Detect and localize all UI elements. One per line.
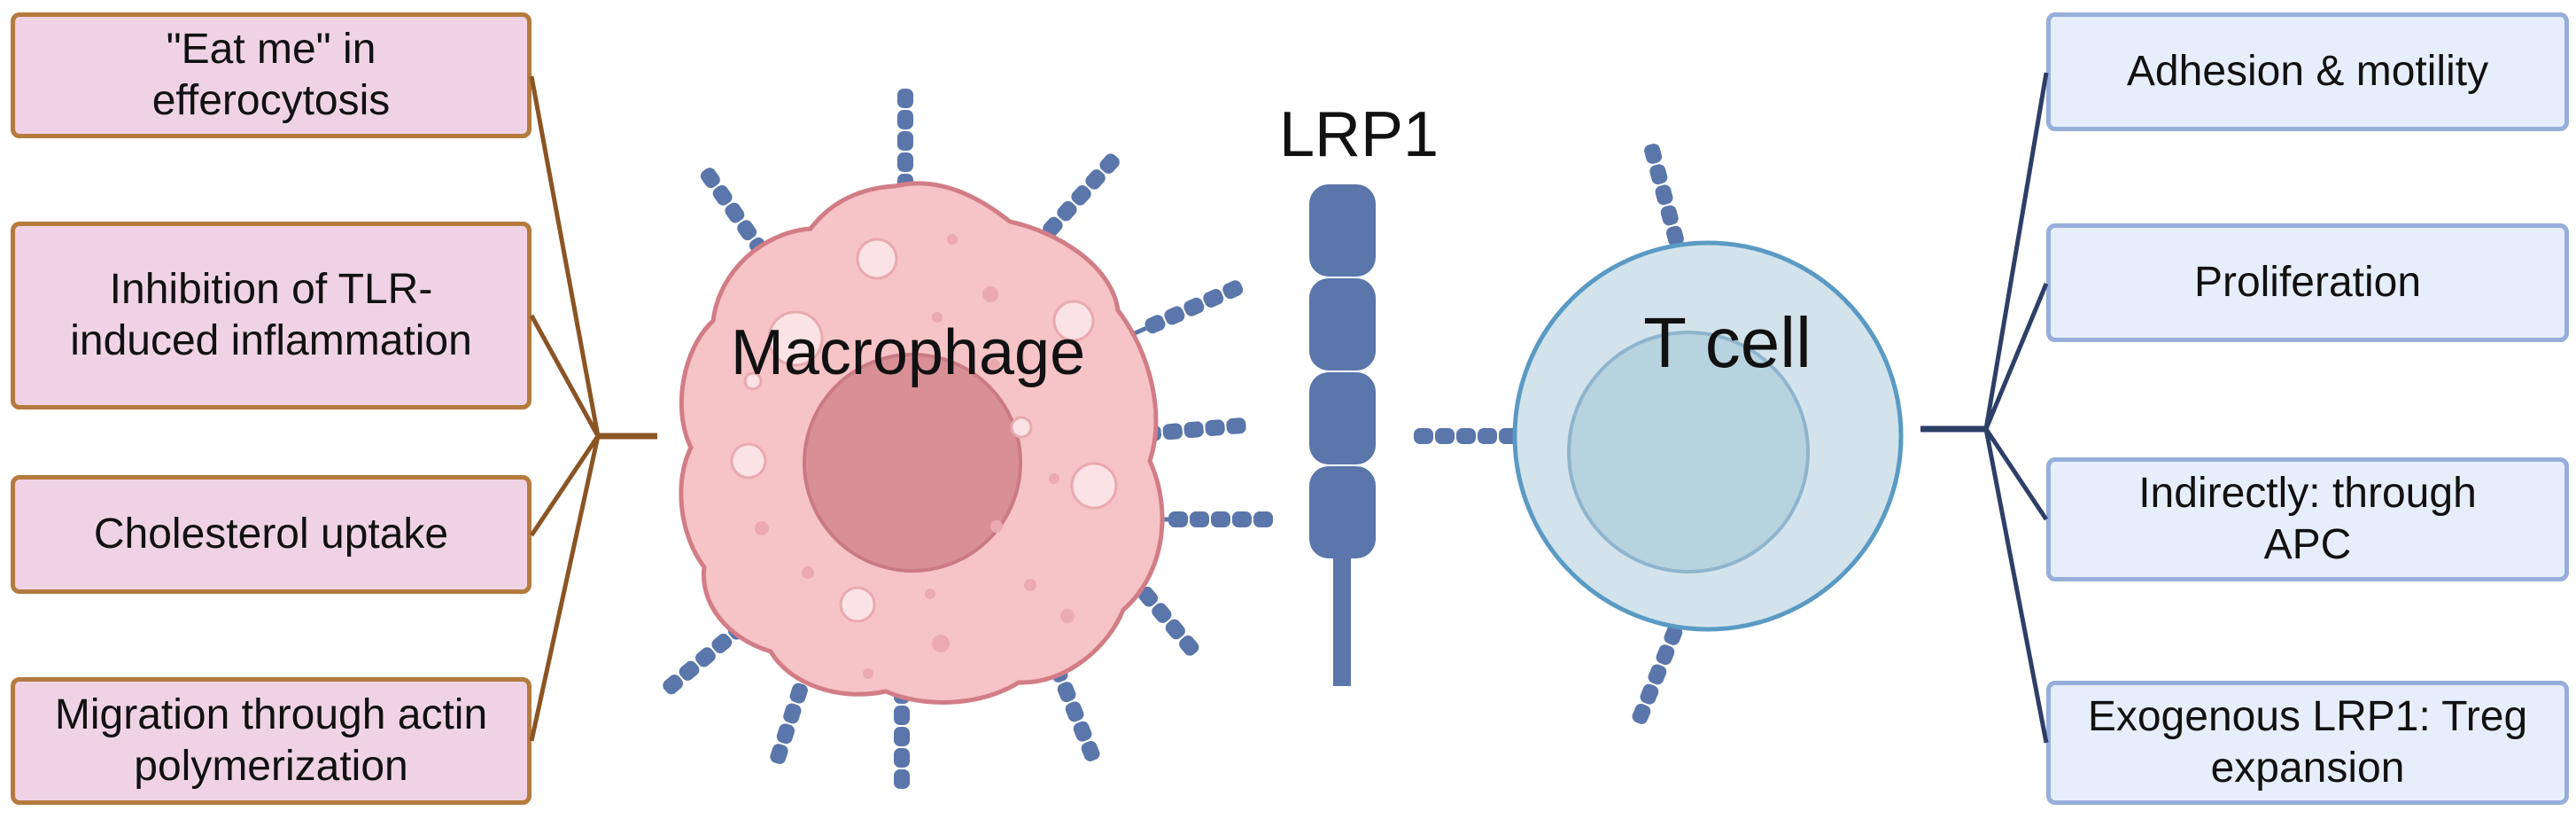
macrophage-function-tlr-inhibition: Inhibition of TLR-induced inflammation	[11, 222, 531, 410]
tcell-label: T cell	[1643, 303, 1812, 382]
macrophage-cell: Macrophage	[679, 181, 1165, 705]
lrp1-label: LRP1	[1279, 99, 1439, 170]
macrophage-function-cholesterol: Cholesterol uptake	[11, 475, 531, 594]
macrophage-function-label: Migration through actin polymerization	[54, 691, 488, 790]
tcell-function-label: Exogenous LRP1: Treg expansion	[2087, 693, 2528, 792]
macrophage-function-label: Inhibition of TLR-induced inflammation	[70, 266, 472, 364]
tcell-connector	[1920, 72, 2049, 744]
lrp1-receptor: LRP1	[1279, 99, 1439, 686]
macrophage-connector	[529, 75, 657, 742]
macrophage-function-migration: Migration through actin polymerization	[11, 677, 531, 805]
macrophage-label: Macrophage	[731, 317, 1085, 388]
macrophage-function-label: Cholesterol uptake	[93, 511, 449, 558]
tcell-function-adhesion: Adhesion & motility	[2046, 12, 2569, 131]
tcell-function-treg-expansion: Exogenous LRP1: Treg expansion	[2046, 681, 2569, 805]
tcell-function-proliferation: Proliferation	[2046, 223, 2569, 342]
tcell-function-label: Proliferation	[2193, 259, 2422, 306]
macrophage-function-eat-me: "Eat me" in efferocytosis	[11, 12, 531, 138]
tcell: T cell	[1512, 240, 1904, 632]
macrophage-function-label: "Eat me" in efferocytosis	[151, 26, 391, 124]
tcell-function-label: Indirectly: through APC	[2138, 470, 2477, 568]
tcell-function-label: Adhesion & motility	[2126, 48, 2489, 95]
tcell-function-indirect-apc: Indirectly: through APC	[2046, 457, 2569, 581]
